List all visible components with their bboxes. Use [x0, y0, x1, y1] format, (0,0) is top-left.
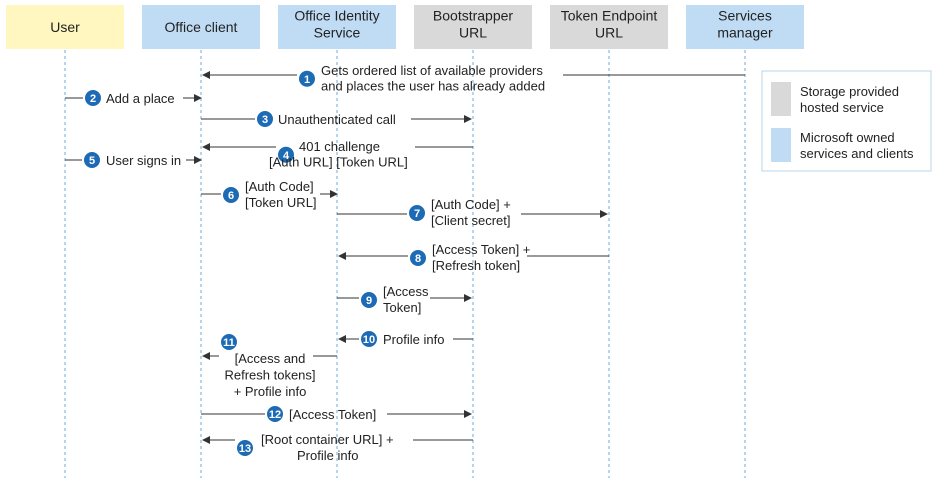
step-number: 1: [304, 74, 310, 86]
message-1: 1 Gets ordered list of available provider…: [202, 63, 745, 94]
message-label: 401 challenge: [299, 139, 380, 154]
step-number: 9: [366, 295, 372, 307]
participant-user: User: [6, 5, 124, 49]
legend-label: services and clients: [800, 146, 914, 161]
legend-label: Storage provided: [800, 84, 899, 99]
legend-swatch-storage: [771, 82, 791, 116]
participant-label: Token Endpoint: [561, 8, 658, 24]
message-3: 3 Unauthenticated call: [201, 111, 472, 127]
message-label: Profile info: [297, 448, 358, 463]
step-badge: [278, 146, 294, 163]
participant-box-bootstrapper-url: [414, 5, 532, 49]
step-badge: [361, 331, 377, 347]
message-label: [Access Token] +: [432, 242, 530, 257]
participant-label: Services: [718, 8, 772, 24]
step-badge: [299, 70, 315, 87]
message-label: [Client secret]: [431, 213, 510, 228]
message-label: [Access Token]: [289, 407, 376, 422]
message-label: Profile info: [383, 332, 444, 347]
message-13: 13 [Root container URL] +Profile info: [202, 432, 473, 463]
message-label: Unauthenticated call: [278, 112, 396, 127]
message-label: [Refresh token]: [432, 258, 520, 273]
step-number: 6: [228, 190, 234, 202]
step-number: 13: [239, 443, 251, 455]
participant-box-office-identity-service: [278, 5, 396, 49]
message-12: 12 [Access Token]: [201, 406, 472, 422]
message-label: [Token URL]: [245, 195, 317, 210]
message-label: and places the user has already added: [321, 79, 545, 94]
step-number: 2: [90, 93, 96, 105]
message-label: Token]: [383, 300, 421, 315]
participant-box-user: [6, 5, 124, 49]
legend-swatch-microsoft: [771, 128, 791, 162]
step-number: 7: [414, 208, 420, 220]
step-badge: [257, 111, 273, 127]
step-badge: [84, 152, 100, 168]
message-label: [Auth URL] [Token URL]: [269, 155, 408, 170]
participant-office-client: Office client: [142, 5, 260, 49]
participant-box-office-client: [142, 5, 260, 49]
step-badge: [410, 250, 426, 266]
step-number: 4: [283, 150, 290, 162]
participant-label: URL: [459, 25, 487, 41]
step-number: 8: [415, 253, 421, 265]
legend-label: Microsoft owned: [800, 130, 895, 145]
step-badge: [409, 205, 425, 221]
participant-label: User: [50, 19, 80, 35]
step-badge: [85, 90, 101, 106]
step-number: 3: [262, 114, 268, 126]
message-7: 7 [Auth Code] +[Client secret]: [337, 197, 608, 228]
step-badge: [267, 406, 283, 422]
step-number: 5: [89, 155, 95, 167]
legend-label: hosted service: [800, 100, 884, 115]
message-label: + Profile info: [234, 384, 307, 399]
step-badge: [361, 292, 377, 308]
participant-label: URL: [595, 25, 623, 41]
message-6: 6 [Auth Code][Token URL]: [201, 179, 338, 210]
step-number: 11: [223, 337, 235, 349]
message-label: [Auth Code] +: [431, 197, 511, 212]
step-badge: [237, 440, 253, 456]
message-10: 10 Profile info: [338, 331, 473, 347]
step-number: 12: [269, 409, 281, 421]
participant-label: Service: [314, 25, 361, 41]
message-8: 8 [Access Token] +[Refresh token]: [338, 242, 609, 273]
participant-box-services-manager: [686, 5, 804, 49]
message-label: Add a place: [106, 91, 175, 106]
message-label: Gets ordered list of available providers: [321, 63, 543, 78]
participant-label: Office client: [165, 19, 238, 35]
step-number: 10: [363, 334, 375, 346]
message-4: 4 401 challenge[Auth URL] [Token URL]: [202, 139, 473, 170]
step-badge: [221, 334, 237, 350]
participant-label: Bootstrapper: [433, 8, 513, 24]
step-badge: [223, 187, 239, 203]
participant-label: manager: [717, 25, 773, 41]
message-label: [Access and: [235, 351, 306, 366]
participant-box-token-endpoint-url: [550, 5, 668, 49]
message-label: Refresh tokens]: [224, 368, 315, 383]
message-label: User signs in: [106, 153, 181, 168]
message-2: 2 Add a place: [65, 90, 202, 106]
message-label: [Root container URL] +: [261, 432, 394, 447]
message-label: [Auth Code]: [245, 179, 314, 194]
message-5: 5 User signs in: [65, 152, 202, 168]
participant-label: Office Identity: [294, 8, 379, 24]
message-label: [Access: [383, 284, 429, 299]
